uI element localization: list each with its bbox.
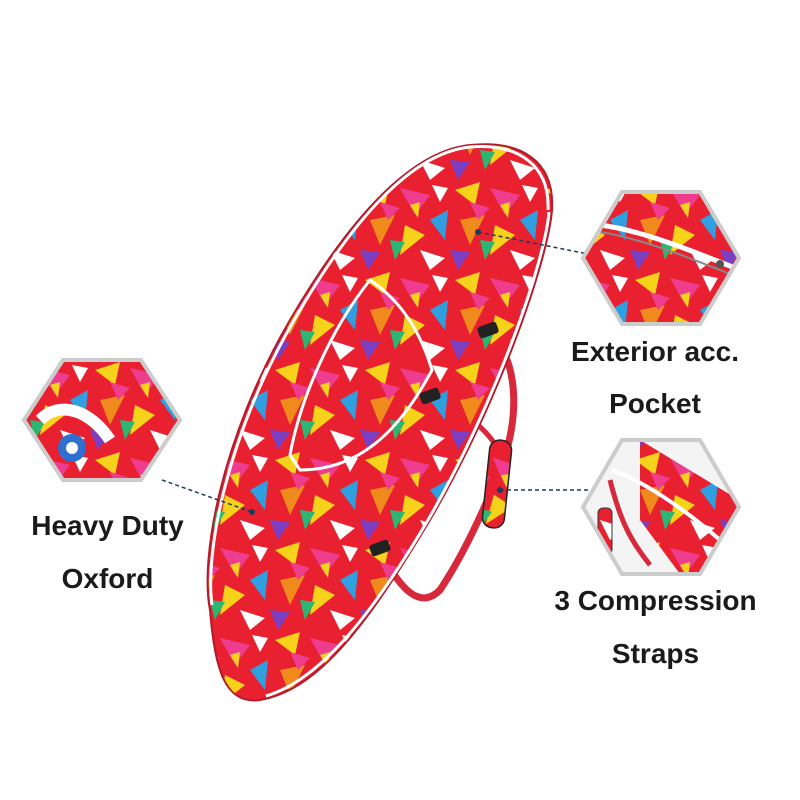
leader-line-pocket bbox=[477, 231, 599, 257]
callout-pocket-line1: Exterior acc. bbox=[570, 336, 740, 367]
hexagon-pocket-closeup bbox=[580, 190, 742, 326]
board-bag bbox=[206, 143, 554, 702]
callout-straps-line2: Straps bbox=[611, 638, 700, 669]
hexagon-straps-closeup bbox=[580, 438, 742, 576]
callout-fabric-line2: Oxford bbox=[61, 563, 154, 594]
exterior-pocket bbox=[288, 277, 434, 472]
hexagon-fabric-closeup bbox=[21, 358, 183, 482]
buckle-top bbox=[477, 321, 499, 339]
callout-straps-line1: 3 Compression bbox=[554, 585, 757, 616]
buckle-bottom bbox=[369, 539, 391, 557]
buckle-middle bbox=[419, 387, 441, 405]
shoulder-pad bbox=[481, 439, 513, 529]
callout-pocket-line2: Pocket bbox=[609, 388, 701, 419]
callout-fabric-line1: Heavy Duty bbox=[31, 510, 184, 541]
leader-line-fabric bbox=[161, 479, 253, 513]
